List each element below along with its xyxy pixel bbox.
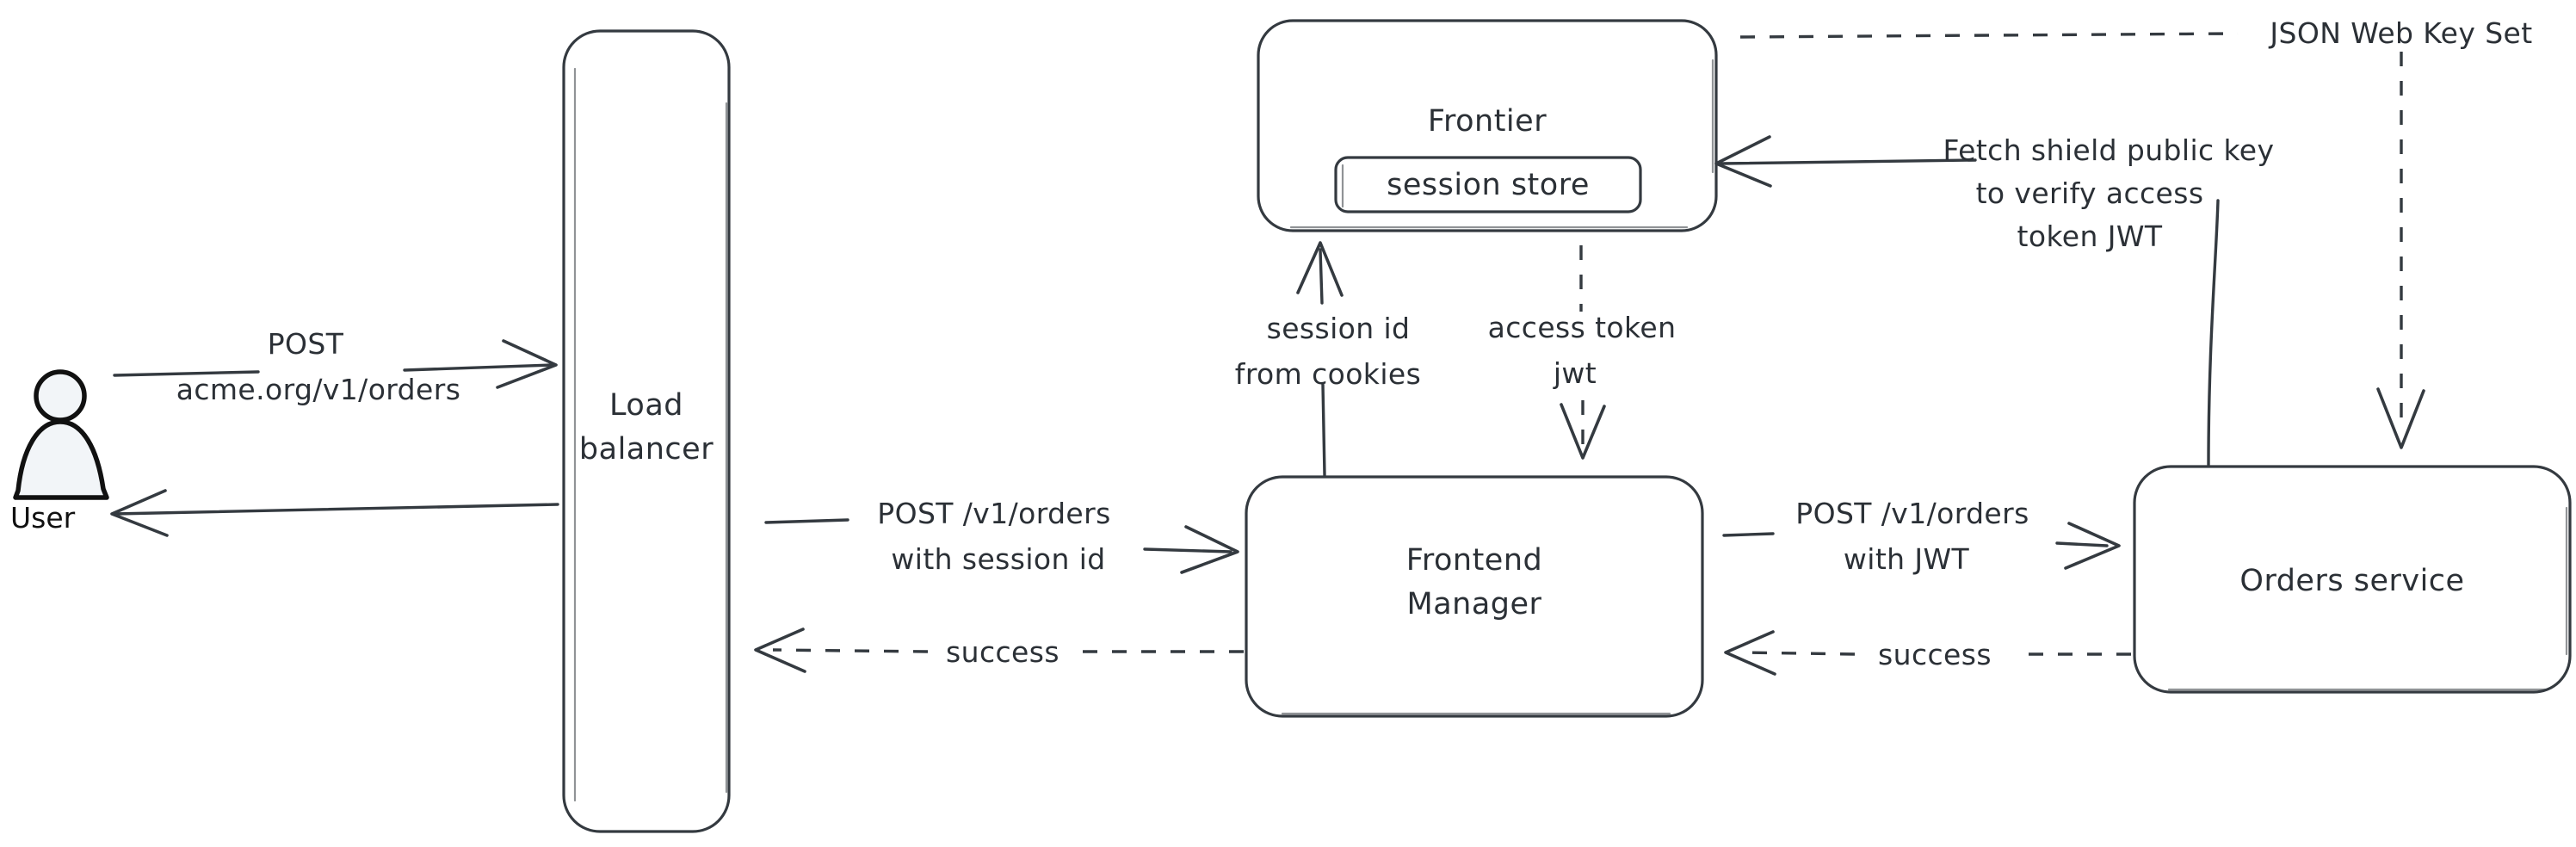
frontend-manager-label-line2: Manager [1407,587,1542,621]
edge-frontier-to-frontend-manager: access token jwt [1488,245,1677,460]
edge-frontend-manager-to-frontier: session id from cookies [1235,241,1421,477]
edge-user-to-load-balancer: POST acme.org/v1/orders [113,327,558,406]
edge-label-session-id: session id [1267,312,1411,345]
edge-label-post: POST [268,327,344,361]
load-balancer-label-line2: balancer [579,432,713,467]
edge-label-to-verify-access: to verify access [1976,176,2204,210]
frontier-node[interactable]: Frontier session store [1257,19,1718,232]
edge-label-access-token: access token [1488,311,1677,344]
edge-load-balancer-to-user [110,489,559,537]
edge-label-token-jwt: token JWT [2017,219,2163,253]
edge-frontend-manager-to-load-balancer: success [754,628,1244,673]
user-label: User [10,501,76,535]
edge-label-post-v1-orders-session: POST /v1/orders [877,497,1110,530]
person-icon [13,369,109,500]
frontend-manager-node[interactable]: Frontend Manager [1245,475,1704,718]
edge-label-post-v1-orders-jwt: POST /v1/orders [1795,497,2029,530]
edge-json-web-key-set: JSON Web Key Set [1739,16,2532,449]
edge-label-fetch-shield-public-key: Fetch shield public key [1943,133,2275,167]
edge-load-balancer-to-frontend-manager: POST /v1/orders with session id [764,497,1239,576]
frontier-label: Frontier [1428,104,1547,139]
orders-service-label: Orders service [2239,564,2464,598]
orders-service-node[interactable]: Orders service [2133,465,2572,694]
edge-label-json-web-key-set: JSON Web Key Set [2268,16,2532,50]
frontend-manager-label-line1: Frontend [1406,543,1542,578]
session-store-box[interactable]: session store [1334,156,1642,213]
edge-label-with-jwt: with JWT [1844,542,1970,576]
edge-label-with-session-id: with session id [891,542,1105,576]
user-node[interactable]: User [10,369,109,535]
edge-label-acme-url: acme.org/v1/orders [176,373,461,406]
edge-frontend-manager-to-orders-service: POST /v1/orders with JWT [1722,497,2121,576]
session-store-label: session store [1387,168,1590,202]
edge-label-success-fm-lb: success [946,635,1059,669]
edge-label-success-orders-fm: success [1878,638,1992,671]
load-balancer-label-line1: Load [609,388,683,423]
load-balancer-node[interactable]: Load balancer [562,29,731,833]
edge-orders-service-to-frontend-manager: success [1724,630,2131,676]
edge-label-jwt: jwt [1553,356,1597,390]
edge-label-from-cookies: from cookies [1235,357,1421,391]
edge-orders-service-to-frontier: Fetch shield public key to verify access… [1714,133,2275,467]
